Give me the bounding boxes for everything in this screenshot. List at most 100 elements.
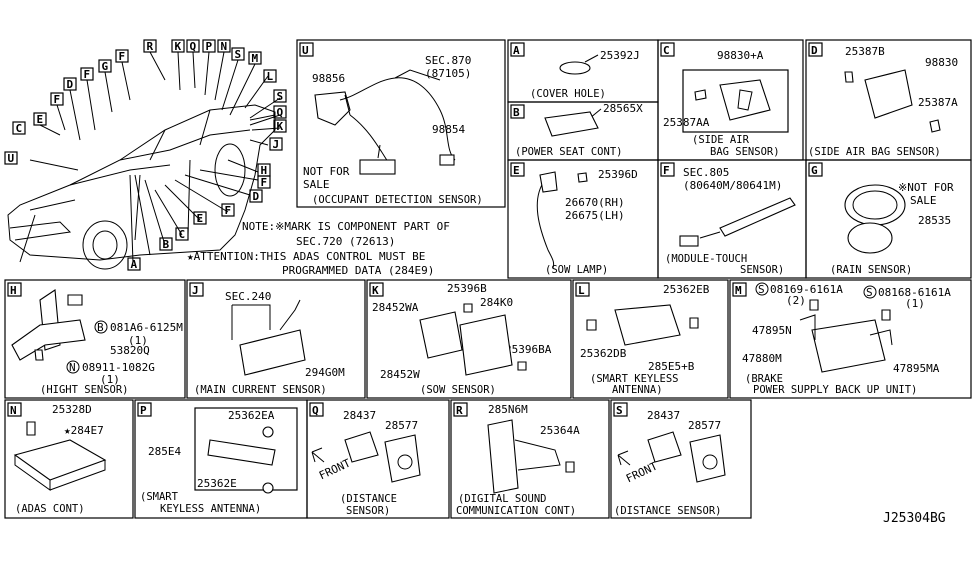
callout-label: F (225, 204, 232, 217)
callout-box (127, 257, 141, 271)
callout-label: B (163, 238, 170, 251)
section-key: F (663, 164, 670, 177)
callout-label: S (235, 48, 242, 61)
part-number: 285E5+B (648, 360, 695, 373)
callout-label: D (67, 78, 74, 91)
section-caption: (DISTANCE SENSOR) (614, 505, 721, 517)
section-c: C 98830+A 25387AA (SIDE AIR BAG SENSOR) (657, 39, 804, 161)
note-label: NOT FOR (303, 165, 350, 178)
section-caption: (OCCUPANT DETECTION SENSOR) (312, 194, 483, 206)
section-key: A (513, 44, 520, 57)
section-h: H B 081A6-6125M (1) 53820Q N 08911-1082G… (4, 279, 186, 399)
part-number: (1) (905, 297, 925, 310)
section-q: Q 28437 28577 FRONT (DISTANCE SENSOR) (306, 399, 450, 519)
part-number: 285N6M (488, 403, 528, 416)
section-caption: (HIGHT SENSOR) (40, 384, 129, 396)
part-number: 25387AA (663, 116, 710, 129)
callout-box (263, 69, 277, 83)
callout-label: H (261, 164, 268, 177)
section-j: J SEC.240 294G0M (MAIN CURRENT SENSOR) (186, 279, 366, 399)
section-m: M S 08169-6161A (2) S 08168-6161A (1) 47… (729, 279, 972, 399)
part-number: 25396BA (505, 343, 552, 356)
vehicle-overview (7, 51, 281, 270)
callout-box (159, 237, 173, 251)
circle-marker: S (866, 286, 873, 299)
ref-label: SEC.240 (225, 290, 271, 303)
ref-label: (80640M/80641M) (683, 179, 782, 192)
section-key: N (10, 404, 17, 417)
part-number: 25396B (447, 282, 487, 295)
section-caption: (COVER HOLE) (530, 88, 606, 100)
note-label: SALE (910, 194, 937, 207)
callout-label: G (102, 60, 109, 73)
callout-box (202, 39, 216, 53)
section-e: E 25396D 26670(RH) 26675(LH) (SOW LAMP) (507, 159, 659, 279)
section-caption: ANTENNA) (612, 384, 663, 396)
section-caption: POWER SUPPLY BACK UP UNIT) (753, 384, 917, 396)
callout-box (50, 92, 64, 106)
part-number: 25364A (540, 424, 580, 437)
callout-box (171, 39, 185, 53)
callout-label: M (252, 52, 259, 65)
note-line-2: SEC.720 (72613) (296, 235, 395, 248)
part-number: 081A6-6125M (110, 321, 183, 334)
part-number: 25396D (598, 168, 638, 181)
callout-box (175, 227, 189, 241)
callout-box (186, 39, 200, 53)
callout-label: K (277, 120, 284, 133)
ref-label: SEC.805 (683, 166, 729, 179)
callout-label: Q (277, 106, 284, 119)
section-caption: SENSOR) (346, 505, 390, 517)
part-number: 28565X (603, 102, 643, 115)
part-number: 28577 (688, 419, 721, 432)
section-caption: (SMART (140, 491, 179, 503)
callout-label: L (267, 70, 274, 83)
part-number: 53820Q (110, 344, 150, 357)
callout-box (248, 51, 262, 65)
section-u: U SEC.870 (87105) 98856 98854 NOT FOR SA… (296, 39, 506, 208)
ref-label: SEC.870 (425, 54, 471, 67)
part-number: 47895MA (893, 362, 940, 375)
section-key: M (735, 284, 742, 297)
part-number: 98830+A (717, 49, 764, 62)
part-number: 08168-6161A (878, 286, 951, 299)
section-caption: (DIGITAL SOUND (458, 493, 547, 505)
section-caption: (BRAKE (745, 373, 783, 385)
section-caption: KEYLESS ANTENNA) (160, 503, 261, 515)
part-number: 28452WA (372, 301, 419, 314)
section-key: K (372, 284, 379, 297)
part-number: 284K0 (480, 296, 513, 309)
callout-box (115, 49, 129, 63)
callout-label: J (273, 138, 280, 151)
section-b: B 28565X (POWER SEAT CONT) (507, 101, 659, 161)
callout-box (273, 89, 287, 103)
callout-box (143, 39, 157, 53)
part-number: ★284E7 (64, 424, 104, 437)
section-caption: (SOW LAMP) (545, 264, 608, 276)
circle-marker: B (97, 321, 104, 334)
callout-label: K (175, 40, 182, 53)
section-f: F SEC.805 (80640M/80641M) (MODULE-TOUCH … (657, 159, 807, 279)
section-key: R (456, 404, 463, 417)
part-number: 28577 (385, 419, 418, 432)
callout-box (221, 203, 235, 217)
part-number: 98830 (925, 56, 958, 69)
callout-box (231, 47, 245, 61)
note-label: ※NOT FOR (898, 181, 954, 194)
attention-line-1: ★ATTENTION:THIS ADAS CONTROL MUST BE (187, 250, 425, 263)
part-number: 25387A (918, 96, 958, 109)
section-k: K 25396B 28452WA 284K0 25396BA 28452W (S… (366, 279, 572, 399)
part-number: 25362E (197, 477, 237, 490)
part-number: 28437 (343, 409, 376, 422)
circle-marker: N (69, 361, 76, 374)
section-caption: (RAIN SENSOR) (830, 264, 912, 276)
callout-label: R (147, 40, 154, 53)
part-number: 28535 (918, 214, 951, 227)
section-key: C (663, 44, 670, 57)
callout-label: F (119, 50, 126, 63)
section-caption: (SIDE AIR BAG SENSOR) (808, 146, 941, 158)
section-caption: (MAIN CURRENT SENSOR) (194, 384, 327, 396)
callout-box (33, 112, 47, 126)
callout-box (98, 59, 112, 73)
section-key: B (513, 106, 520, 119)
